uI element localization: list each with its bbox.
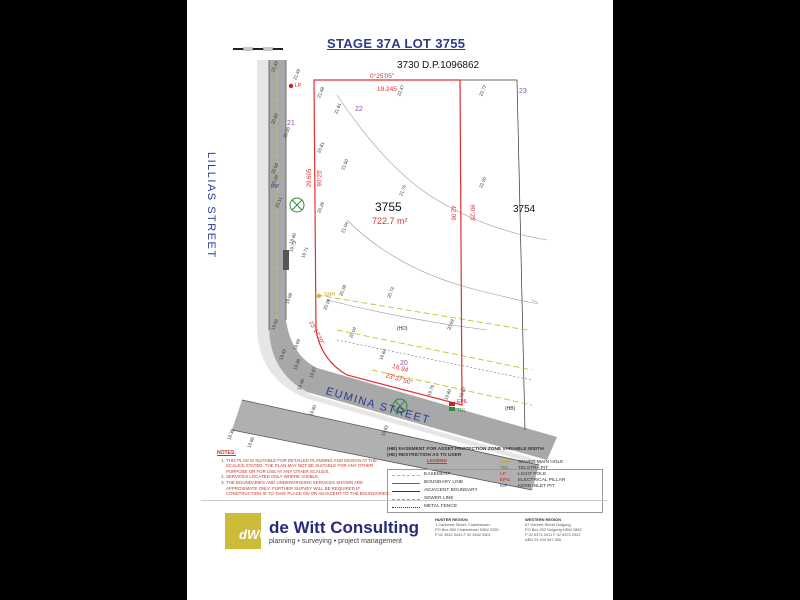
legend-hd: (HD) RESTRICTION AS TO USER [387,453,462,458]
contour-label: 23 [519,88,527,95]
lot-number: 3755 [375,200,402,214]
legend-sewer: SEWER LINE [424,496,454,501]
contour-label: 22 [355,106,363,113]
legend-smh: SEWER MAIN HOLE [518,460,564,465]
left-length: 29.605 [307,168,314,188]
tree-icon [392,398,408,414]
scale-bar [233,47,283,51]
company-logo [225,513,261,549]
legend-epil: ELECTRICAL PILLAR [518,478,566,483]
hunter-heading: HUNTER REGION [435,517,468,522]
western-line: P 02 6374 2911 F 02 6374 2922 [525,532,581,537]
legend-code-tel: TEL [500,466,509,471]
dp-label: 3730 D.P.1096862 [397,60,480,71]
western-line: 67 Herbert Street Gulgong [525,522,571,527]
contour-label: 20 [400,360,408,367]
legend-hb: (HB) EASEMENT FOR ASSET PROTECTION ZONE … [387,447,544,452]
marker-smh: SMH [324,292,336,298]
legend-tel: TELSTRA PIT [518,466,549,471]
marker-tel: TEL [457,408,467,414]
legend-easement: EASEMENT [424,472,451,477]
lot-boundary [313,79,463,406]
logo-letters: dWC [239,527,269,542]
hunter-office: HUNTER REGION 1 Canberra Street, Charles… [435,517,499,537]
top-length: 19.245 [377,86,397,93]
plan-sheet: STAGE 37A LOT 3755 [187,0,613,600]
western-line: ABN 29 104 067 400 [525,537,562,542]
note-item: THE BOUNDARIES AND UNDERGROUND SERVICES … [226,480,392,497]
kerb-inlet-pit [283,250,289,270]
legend-adjacent: ADJACENT BOUNDARY [424,488,478,493]
top-bearing: 0°25'05" [370,73,395,80]
lillias-street-label: LILLIAS STREET [205,152,217,259]
hunter-line: 1 Canberra Street, Charlestown [435,522,490,527]
marker-epil: EPIL [457,399,468,405]
contour-label: 21 [287,120,295,127]
hunter-line: PO Box 850 Charlestown NSW 2290 [435,527,499,532]
legend-code-epil: EPIL [500,478,511,483]
legend-code-smh: SMH [500,460,511,465]
notes-panel: NOTES: THIS PLAN IS SUITABLE FOR DETAILE… [217,450,392,497]
note-item: SERVICES LOCATED ONLY WHERE VISIBLE. [226,474,392,480]
legend-title: LEGEND [427,459,447,464]
contour-lines [326,94,548,331]
left-bearing: 90°25' [317,169,324,187]
adjacent-lot: 3754 [513,204,536,215]
right-length: 42.06 [449,205,456,221]
western-line: PO Box 202 Gulgong NSW 2852 [525,527,582,532]
lot-area: 722.7 m² [372,216,408,226]
marker-lp: LP [295,83,302,89]
tree-icon [289,197,305,213]
legend-lp: LIGHT POLE [518,472,547,477]
marker-kip: KIP [271,184,280,190]
eumina-street-road [232,400,539,490]
light-pole-icon [288,83,294,89]
telstra-pit-icon [449,407,455,411]
legend-code-kip: KIP [500,484,508,489]
notes-heading: NOTES: [217,450,236,456]
marker-hb: (HB) [505,406,516,412]
legend-fence: METAL FENCE [424,504,458,509]
western-office: WESTERN REGION 67 Herbert Street Gulgong… [525,517,582,542]
legend-panel: (HB) EASEMENT FOR ASSET PROTECTION ZONE … [387,447,603,513]
marker-hd: (HD) [397,326,408,332]
electrical-pillar-icon [449,402,455,406]
company-block: dWC de Witt Consulting planning • survey… [201,500,607,591]
legend-code-lp: LP [500,472,506,477]
legend-box: EASEMENT BOUNDARY LINE ADJACENT BOUNDARY… [387,460,603,513]
site-plan [231,47,557,491]
company-name: de Witt Consulting [269,518,419,537]
legend-kip: KERB INLET PIT [518,484,555,489]
legend-boundary: BOUNDARY LINE [424,480,464,485]
plan-title: STAGE 37A LOT 3755 [327,36,466,51]
sewer-manhole-icon [316,293,322,299]
western-heading: WESTERN REGION [525,517,561,522]
right-bearing: 90°25' [468,204,475,222]
company-tagline: planning • surveying • project managemen… [269,538,402,545]
hunter-line: P 02 4942 5441 F 02 4942 5301 [435,532,491,537]
note-item: THIS PLAN IS SUITABLE FOR DETAILED PLANN… [226,458,392,475]
